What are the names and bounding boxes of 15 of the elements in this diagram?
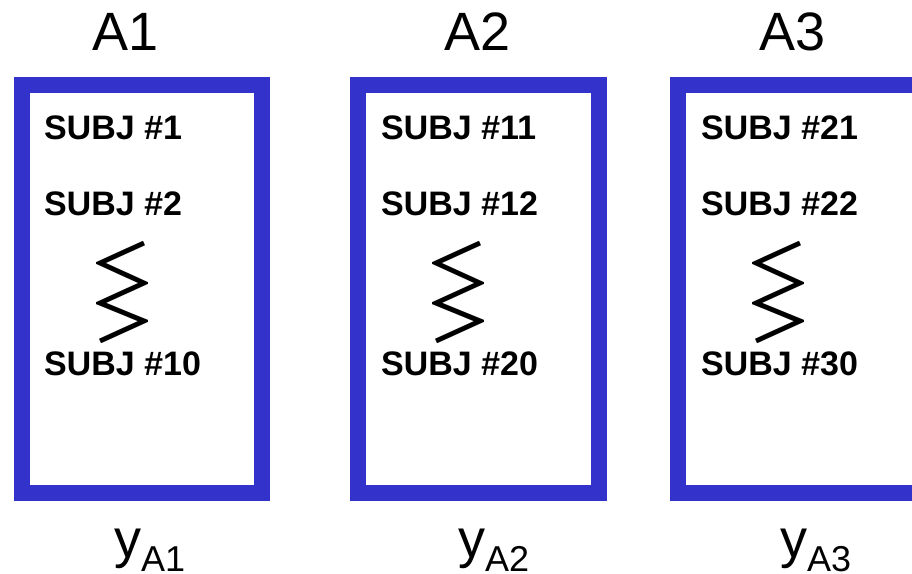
subject-label: SUBJ #10 bbox=[44, 345, 201, 383]
output-variable-label: y$_{A1}$ bbox=[114, 508, 186, 574]
subject-label: SUBJ #12 bbox=[381, 185, 538, 223]
group-heading: A3 bbox=[759, 2, 826, 62]
subject-label: SUBJ #1 bbox=[44, 109, 182, 147]
subject-label: SUBJ #21 bbox=[701, 109, 858, 147]
subject-label: SUBJ #20 bbox=[381, 345, 538, 383]
output-variable-label: y$_{A2}$ bbox=[458, 508, 530, 574]
subject-label: SUBJ #2 bbox=[44, 185, 182, 223]
subject-label: SUBJ #11 bbox=[381, 109, 536, 147]
subject-label: SUBJ #30 bbox=[701, 345, 858, 383]
group-heading: A2 bbox=[444, 2, 510, 62]
subject-label: SUBJ #22 bbox=[701, 185, 858, 223]
group-heading: A1 bbox=[92, 2, 158, 62]
output-variable-label: y$_{A3}$ bbox=[780, 508, 852, 574]
